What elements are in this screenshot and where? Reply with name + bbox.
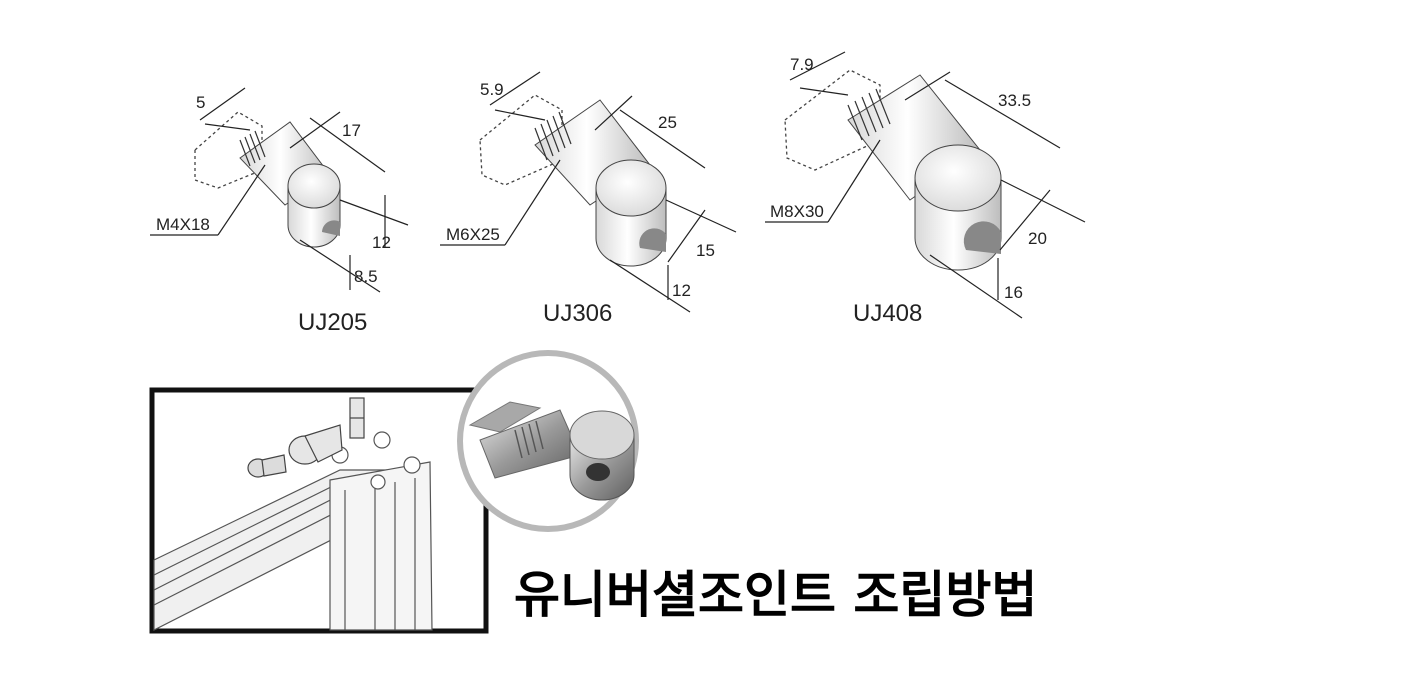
bolt-label: M4X18 <box>156 215 210 234</box>
aluminum-profile-vertical <box>329 431 433 631</box>
assembly-illustration <box>149 387 489 634</box>
bolt-label: M8X30 <box>770 202 824 221</box>
dim-thread-depth: 7.9 <box>790 55 814 74</box>
page-title: 유니버셜조인트 조립방법 <box>514 566 1037 624</box>
dimension-lines <box>765 51 1086 319</box>
dim-diameter: 12 <box>372 233 391 252</box>
barrel-hole <box>322 220 340 236</box>
barrel-top <box>287 163 341 209</box>
dim-length: 33.5 <box>998 91 1031 110</box>
dim-length: 17 <box>342 121 361 140</box>
product-photo <box>457 350 639 532</box>
photo-tab <box>468 401 542 433</box>
dim-diameter: 20 <box>1028 229 1047 248</box>
bolt-part <box>247 454 287 478</box>
photo-barrel-top <box>569 410 635 460</box>
dim-thread-depth: 5.9 <box>480 80 504 99</box>
dim-diameter: 15 <box>696 241 715 260</box>
dim-height: 12 <box>672 281 691 300</box>
photo-thread <box>514 420 544 459</box>
barrel-top <box>595 159 667 217</box>
key-part <box>349 397 365 439</box>
dim-height: 8.5 <box>354 267 378 286</box>
dim-length: 25 <box>658 113 677 132</box>
thread <box>534 111 572 161</box>
dim-height: 16 <box>1004 283 1023 302</box>
joint-uj205: 5 17 12 8.5 M4X18 UJ205 <box>150 87 409 336</box>
dimension-lines <box>150 87 409 293</box>
barrel-hole <box>963 221 1001 254</box>
model-label: UJ306 <box>543 300 612 327</box>
thread <box>847 88 891 141</box>
thread <box>239 130 266 167</box>
dim-thread-depth: 5 <box>196 93 205 112</box>
barrel-hole <box>639 228 666 252</box>
joint-uj306: 5.9 25 15 12 M6X25 UJ306 <box>440 71 737 327</box>
model-label: UJ408 <box>853 300 922 327</box>
joint-part <box>288 424 343 465</box>
model-label: UJ205 <box>298 309 367 336</box>
dimension-lines <box>440 71 737 313</box>
barrel-top <box>914 144 1002 212</box>
bolt-label: M6X25 <box>446 225 500 244</box>
photo-barrel-hole <box>586 463 610 481</box>
joint-uj408: 7.9 33.5 20 16 M8X30 UJ408 <box>765 51 1086 327</box>
